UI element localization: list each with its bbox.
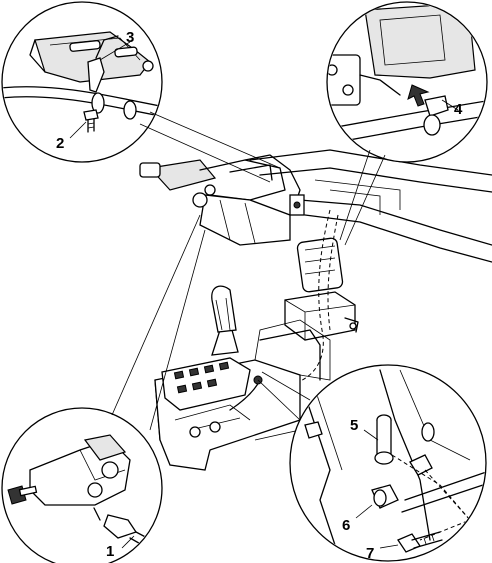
detail-circle-top-left [1, 1, 163, 163]
detail-circle-top-right [326, 1, 488, 163]
callout-number-4: 4 [454, 101, 463, 118]
leader-line-bottom-right [257, 379, 301, 421]
leader-line-bottom-left-2 [149, 229, 206, 431]
callout-number-2: 2 [56, 135, 64, 152]
callout-number-7: 7 [366, 545, 374, 562]
leader-line-top-left-2 [139, 123, 271, 183]
leader-line-top-right-2 [344, 154, 386, 246]
callout-number-3: 3 [126, 29, 134, 46]
leader-line-top-left [149, 111, 281, 169]
callout-number-1: 1 [106, 543, 114, 560]
leader-line-top-right [339, 149, 371, 241]
leader-line-bottom-left [111, 214, 201, 416]
detail-circle-bottom-right [289, 364, 487, 562]
callout-number-6: 6 [342, 517, 350, 534]
leader-line-bottom-right-2 [261, 371, 311, 401]
main-assembly [139, 149, 492, 471]
callout-number-5: 5 [350, 417, 358, 434]
detail-circle-bottom-left [1, 407, 163, 563]
